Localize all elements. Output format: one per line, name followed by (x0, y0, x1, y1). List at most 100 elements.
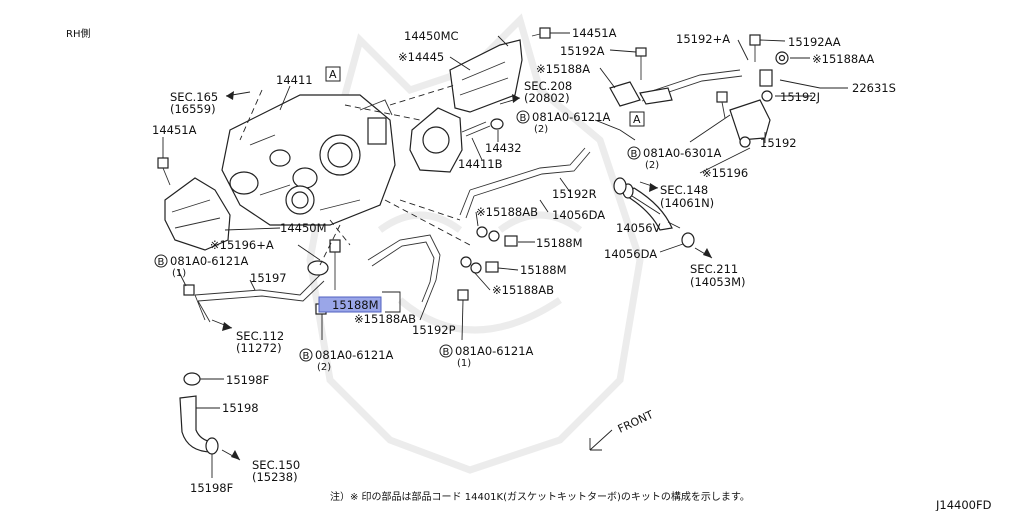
assembly-lines (239, 84, 471, 266)
label-14432[interactable]: 14432 (485, 141, 522, 155)
label-15188AA[interactable]: ※15188AA (812, 52, 874, 66)
label-15192AA[interactable]: 15192AA (788, 35, 841, 49)
section-ref-148: SEC.148 (660, 183, 708, 197)
label-15192R[interactable]: 15192R (552, 187, 597, 201)
label-15192P[interactable]: 15192P (412, 323, 456, 337)
label-14451A-left[interactable]: 14451A (152, 123, 197, 137)
heat-insulator-14450MC[interactable] (449, 39, 523, 113)
water-hose-14056V[interactable] (622, 183, 673, 231)
section-ref-208-code: (20802) (524, 91, 570, 105)
label-15188AB-low[interactable]: ※15188AB (492, 283, 554, 297)
label-14450M[interactable]: 14450M (280, 221, 327, 235)
clamp-15198F-top[interactable] (183, 372, 201, 386)
bolt-mark: B (443, 347, 450, 358)
bracket-15192[interactable] (729, 99, 771, 148)
label-15192[interactable]: 15192 (760, 136, 797, 150)
gasket-15196-plus-A[interactable] (307, 260, 329, 276)
heat-shield-14450M[interactable] (164, 177, 231, 251)
eye-bolt-15188M-low[interactable] (485, 261, 499, 273)
svg-text:(1): (1) (457, 358, 471, 369)
section-ref-112-code: (11272) (236, 341, 282, 355)
label-15198F-bottom[interactable]: 15198F (190, 481, 233, 495)
label-14445[interactable]: ※14445 (398, 50, 444, 64)
washer-15188AB-low[interactable] (460, 256, 482, 274)
svg-text:(1): (1) (172, 268, 186, 279)
section-ref-150: SEC.150 (252, 458, 300, 472)
label-15196-plus-A[interactable]: ※15196+A (210, 238, 274, 252)
clamp-15198F-bottom[interactable] (205, 437, 219, 455)
bolt-081A0-6121A-left[interactable] (183, 284, 195, 296)
leader-lines (162, 32, 848, 478)
section-ref-112: SEC.112 (236, 329, 284, 343)
o-ring-15192J[interactable] (761, 90, 773, 102)
washer-15188AA[interactable] (775, 51, 789, 65)
label-15198F-top[interactable]: 15198F (226, 373, 269, 387)
oil-tube-15192P[interactable] (367, 234, 441, 303)
bolt-081A0-6301A[interactable] (716, 91, 728, 119)
bolt-14451A-top[interactable] (531, 27, 551, 39)
stud-14411B[interactable] (461, 121, 491, 137)
label-15197[interactable]: 15197 (250, 271, 287, 285)
turbocharger-14411[interactable] (221, 94, 396, 226)
svg-text:(2): (2) (645, 160, 659, 171)
bracket-15188A[interactable] (609, 81, 673, 107)
gasket-14445[interactable] (409, 107, 463, 173)
side-label: RH側 (66, 27, 90, 40)
label-14411B[interactable]: 14411B (458, 157, 503, 171)
bolt-mark: B (520, 113, 527, 124)
bolt-15192A[interactable] (635, 47, 647, 80)
bolt-15192AA[interactable] (749, 34, 761, 62)
bolt-ref-bm[interactable]: B 081A0-6121A (1) (439, 344, 534, 369)
label-15196-right[interactable]: ※15196 (702, 166, 748, 180)
svg-text:081A0-6121A: 081A0-6121A (455, 344, 534, 358)
section-ref-165-code: (16559) (170, 102, 216, 116)
washer-15188AB-mid[interactable] (476, 226, 500, 242)
nut-14432[interactable] (490, 118, 504, 130)
svg-text:A: A (633, 113, 641, 126)
front-direction-indicator: FRONT (589, 408, 656, 451)
bolt-ref-6301A[interactable]: B 081A0-6301A (2) (627, 146, 722, 171)
label-14451A-top[interactable]: 14451A (572, 26, 617, 40)
clamp-14056DA-mid[interactable] (613, 177, 627, 195)
label-15192-plus-A[interactable]: 15192+A (676, 32, 730, 46)
view-marker-a-1: A (325, 66, 341, 82)
bolt-ref-left[interactable]: B 081A0-6121A (1) (154, 254, 249, 279)
label-22631S[interactable]: 22631S (852, 81, 896, 95)
section-ref-211-code: (14053M) (690, 275, 745, 289)
label-15188M-mid[interactable]: 15188M (536, 236, 583, 250)
label-15192J[interactable]: 15192J (780, 90, 820, 104)
svg-text:081A0-6301A: 081A0-6301A (643, 146, 722, 160)
label-15188M-low[interactable]: 15188M (520, 263, 567, 277)
section-ref-208: SEC.208 (524, 79, 572, 93)
svg-text:081A0-6121A: 081A0-6121A (532, 110, 611, 124)
bolt-ref-top[interactable]: B 081A0-6121A (2) (516, 110, 611, 135)
label-14056V[interactable]: 14056V (616, 221, 661, 235)
part-labels: 14411 14450MC 14451A 15192A 15192+A 1519… (152, 26, 896, 495)
eye-bolt-15188M-highlight-part[interactable] (329, 239, 341, 290)
label-15188A[interactable]: ※15188A (536, 62, 590, 76)
label-15198[interactable]: 15198 (222, 401, 259, 415)
arrows (211, 91, 713, 461)
svg-text:FRONT: FRONT (616, 408, 656, 436)
label-14056DA-mid[interactable]: 14056DA (552, 208, 605, 222)
bolt-14451A-left[interactable] (157, 157, 171, 186)
svg-text:(2): (2) (317, 362, 331, 373)
eye-bolt-15188M-mid[interactable] (504, 235, 518, 247)
svg-text:081A0-6121A: 081A0-6121A (315, 348, 394, 362)
label-15192A[interactable]: 15192A (560, 44, 605, 58)
section-ref-150-code: (15238) (252, 470, 298, 484)
bolt-081A0-6121A-bm[interactable] (457, 289, 469, 301)
label-14056DA-low[interactable]: 14056DA (604, 247, 657, 261)
label-14411[interactable]: 14411 (276, 73, 313, 87)
label-15188AB-under[interactable]: ※15188AB (354, 312, 416, 326)
label-15188AB-mid[interactable]: ※15188AB (476, 205, 538, 219)
label-15188M-highlight[interactable]: 15188M (332, 298, 379, 312)
highlight-box[interactable] (318, 296, 382, 313)
label-14450MC[interactable]: 14450MC (404, 29, 459, 43)
oil-tube-15192R[interactable] (459, 147, 591, 219)
oil-tube-15197[interactable] (194, 274, 325, 323)
bolt-ref-bl[interactable]: B 081A0-6121A (2) (299, 348, 394, 373)
clamp-14056DA-low[interactable] (681, 232, 695, 248)
fitting-22631S[interactable] (759, 69, 773, 87)
view-marker-a-2: A (629, 111, 645, 127)
